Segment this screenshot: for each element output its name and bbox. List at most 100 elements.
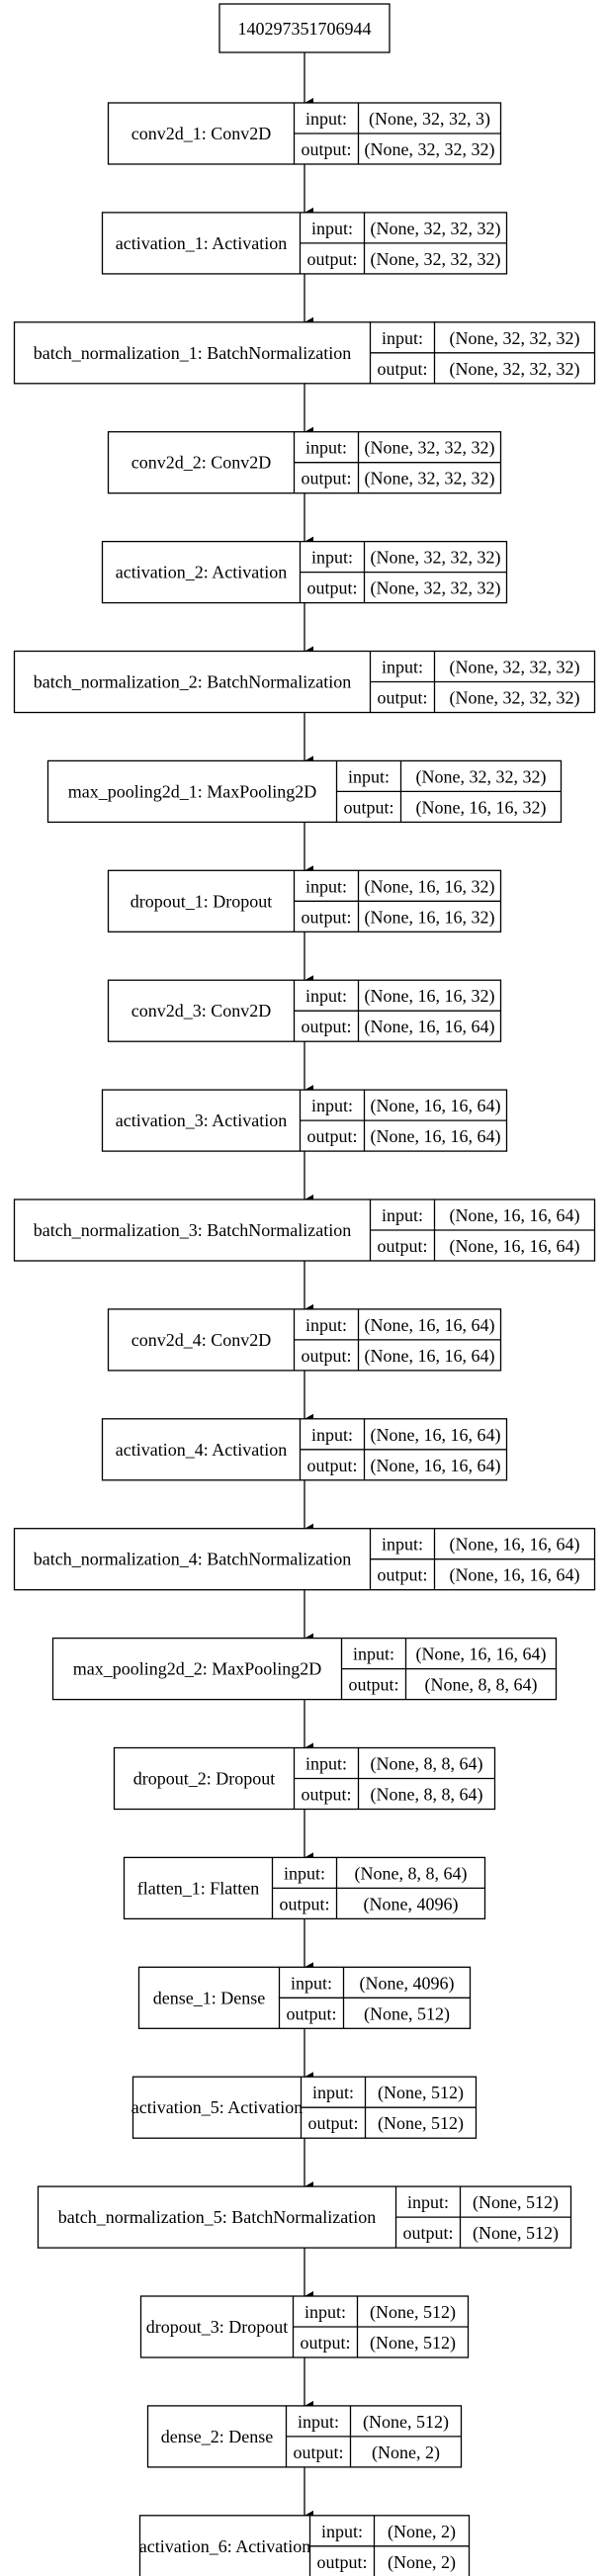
output-shape: (None, 512) (378, 2113, 464, 2134)
input-shape: (None, 32, 32, 3) (369, 109, 490, 130)
output-shape: (None, 2) (372, 2443, 440, 2463)
input-shape: (None, 32, 32, 32) (371, 219, 501, 239)
output-shape: (None, 16, 16, 64) (450, 1565, 580, 1586)
port-label-input: input: (305, 986, 347, 1006)
layer-name: dense_1: Dense (153, 1988, 265, 2007)
layer-node: batch_normalization_5: BatchNormalizatio… (37, 2185, 572, 2249)
port-label-input: input: (304, 2302, 346, 2322)
output-shape: (None, 32, 32, 32) (450, 688, 580, 709)
output-shape: (None, 32, 32, 32) (365, 139, 495, 160)
input-shape: (None, 32, 32, 32) (450, 658, 580, 678)
layer-node: activation_1: Activation input: output: (No… (101, 212, 508, 275)
output-shape: (None, 16, 16, 64) (365, 1017, 495, 1037)
port-label-output: output: (301, 469, 351, 489)
port-label-input: input: (382, 1535, 423, 1554)
port-label-input: input: (305, 1315, 347, 1335)
port-label-output: output: (348, 1675, 398, 1695)
layer-name: dropout_2: Dropout (133, 1769, 276, 1789)
input-shape: (None, 4096) (360, 1973, 455, 1994)
port-label-input: input: (311, 219, 353, 238)
output-shape: (None, 512) (370, 2333, 456, 2354)
layer-node: batch_normalization_3: BatchNormalizatio… (13, 1199, 596, 1262)
layer-name: batch_normalization_1: BatchNormalizatio… (34, 343, 351, 363)
port-label-input: input: (305, 438, 347, 458)
input-shape: (None, 16, 16, 64) (371, 1096, 501, 1116)
input-shape: (None, 8, 8, 64) (355, 1863, 468, 1884)
output-shape: (None, 16, 16, 32) (365, 907, 495, 928)
layer-node: activation_5: Activationinput:output:(No… (131, 2076, 478, 2139)
input-node-label: 140297351706944 (238, 19, 372, 39)
output-shape: (None, 8, 8, 64) (371, 1785, 483, 1806)
port-label-input: input: (382, 658, 423, 677)
layer-node: batch_normalization_4: BatchNormalizatio… (13, 1528, 596, 1591)
port-label-output: output: (306, 249, 357, 269)
output-shape: (None, 16, 16, 64) (371, 1456, 501, 1476)
layer-node: batch_normalization_1: BatchNormalizatio… (13, 321, 596, 385)
input-node-box (218, 3, 391, 53)
port-label-output: output: (293, 2443, 343, 2462)
input-shape: (None, 32, 32, 32) (371, 548, 501, 569)
port-label-output: output: (301, 907, 351, 927)
output-shape: (None, 4096) (364, 1894, 459, 1914)
port-label-output: output: (377, 359, 427, 379)
output-shape: (None, 512) (364, 2003, 450, 2024)
port-label-input: input: (382, 1205, 423, 1225)
port-label-input: input: (305, 876, 347, 896)
layer-name: max_pooling2d_2: MaxPooling2D (73, 1659, 322, 1679)
output-shape: (None, 32, 32, 32) (371, 249, 501, 270)
port-label-output: output: (300, 2333, 350, 2353)
input-shape: (None, 16, 16, 64) (450, 1205, 580, 1226)
port-label-output: output: (301, 1346, 351, 1366)
layer-name: activation_4: Activation (116, 1440, 287, 1460)
output-shape: (None, 32, 32, 32) (371, 578, 501, 599)
port-label-input: input: (291, 1973, 332, 1993)
layer-name: dropout_1: Dropout (130, 891, 273, 911)
layer-node: activation_2: Activationinput:output:(No… (101, 540, 508, 604)
layer-node: batch_normalization_2: BatchNormalizatio… (13, 650, 596, 714)
input-shape: (None, 16, 16, 32) (365, 986, 495, 1007)
port-label-output: output: (301, 139, 351, 159)
layer-name: activation_6: Activation (139, 2536, 310, 2556)
input-node: 140297351706944 (218, 3, 391, 53)
port-label-output: output: (316, 2552, 367, 2572)
port-label-output: output: (301, 1017, 351, 1036)
port-label-input: input: (321, 2522, 363, 2541)
output-shape: (None, 16, 16, 64) (450, 1236, 580, 1257)
layer-name: batch_normalization_3: BatchNormalizatio… (34, 1220, 351, 1240)
input-shape: (None, 512) (378, 2083, 464, 2103)
layer-name: batch_normalization_4: BatchNormalizatio… (34, 1550, 351, 1569)
port-label-output: output: (377, 688, 427, 708)
output-shape: (None, 16, 16, 64) (365, 1346, 495, 1367)
port-label-output: output: (307, 2113, 358, 2133)
port-label-output: output: (377, 1236, 427, 1256)
layer-node: dropout_3: Dropout input: output: (None, 51… (139, 2295, 470, 2358)
input-shape: (None, 32, 32, 32) (365, 438, 495, 459)
port-label-input: input: (305, 109, 347, 129)
output-shape: (None, 16, 16, 64) (371, 1126, 501, 1147)
output-shape: (None, 8, 8, 64) (425, 1675, 538, 1696)
layer-node: conv2d_4: Conv2D input: output: (None, 16, … (107, 1308, 502, 1372)
port-label-input: input: (311, 1096, 353, 1115)
input-shape: (None, 2) (388, 2522, 456, 2542)
port-label-output: output: (377, 1565, 427, 1585)
layer-name: activation_1: Activation (116, 233, 287, 253)
port-label-input: input: (382, 328, 423, 348)
input-shape: (None, 16, 16, 64) (371, 1425, 501, 1446)
layer-name: dropout_3: Dropout (146, 2317, 289, 2337)
port-label-input: input: (407, 2192, 449, 2212)
layer-name: dense_2: Dense (161, 2427, 273, 2446)
layer-name: activation_2: Activation (116, 563, 287, 582)
layer-name: conv2d_4: Conv2D (131, 1330, 272, 1350)
input-shape: (None, 32, 32, 32) (416, 766, 547, 787)
layer-name: batch_normalization_2: BatchNormalizatio… (34, 672, 351, 692)
port-label-output: output: (301, 1785, 351, 1805)
layer-name: max_pooling2d_1: MaxPooling2D (68, 781, 317, 801)
layer-node: activation_4: Activationinput:output:(No… (101, 1418, 508, 1481)
